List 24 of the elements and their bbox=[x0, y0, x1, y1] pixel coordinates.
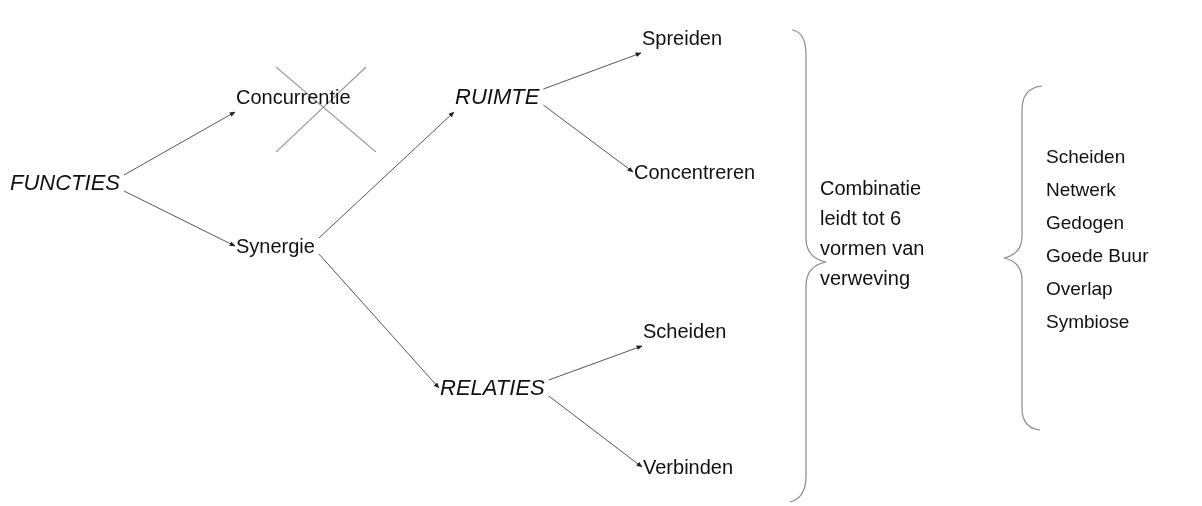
concept-label: Concurrentie bbox=[236, 82, 351, 112]
list-item: Goede Buur bbox=[1046, 244, 1149, 268]
arrow bbox=[123, 111, 236, 176]
arrow bbox=[318, 253, 440, 389]
concept-label: Spreiden bbox=[642, 23, 723, 53]
list-item: Netwerk bbox=[1046, 178, 1116, 202]
arrow bbox=[123, 190, 236, 247]
arrow bbox=[548, 345, 643, 381]
concept-label: Verbinden bbox=[643, 452, 734, 482]
concept-label: RELATIES bbox=[440, 373, 545, 403]
arrow bbox=[542, 52, 642, 90]
concept-label: FUNCTIES bbox=[10, 168, 120, 198]
list-item: Symbiose bbox=[1046, 310, 1130, 334]
list-item: Overlap bbox=[1046, 277, 1113, 301]
conclusion-text: Combinatie leidt tot 6 vormen van verweving bbox=[820, 173, 950, 293]
concept-label: Concentreren bbox=[634, 157, 756, 187]
concept-label: Scheiden bbox=[643, 316, 727, 346]
concept-label: RUIMTE bbox=[455, 82, 540, 112]
concept-label: Synergie bbox=[236, 231, 315, 261]
list-item: Gedogen bbox=[1046, 211, 1125, 235]
list-item: Scheiden bbox=[1046, 145, 1126, 169]
arrow bbox=[318, 111, 455, 239]
arrow bbox=[542, 104, 634, 173]
arrow bbox=[548, 395, 643, 468]
